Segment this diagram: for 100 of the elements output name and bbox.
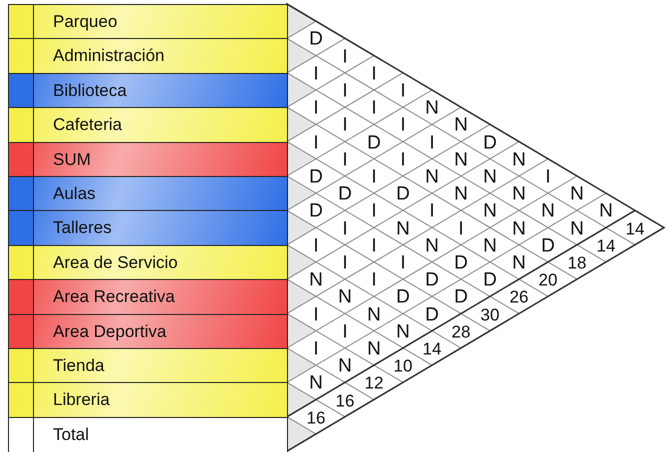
relationship-code: I	[371, 270, 377, 290]
relationship-code: I	[400, 150, 406, 170]
relationship-code: N	[512, 184, 526, 204]
row-label: Libreria	[53, 390, 110, 410]
relationship-code: I	[429, 133, 435, 152]
relationship-code: N	[425, 98, 439, 118]
matrix-row	[8, 4, 288, 40]
relationship-code: N	[483, 236, 497, 256]
total-value: 28	[452, 323, 470, 340]
relationship-code: D	[309, 30, 323, 49]
relationship-code: D	[309, 168, 323, 186]
total-value: 18	[568, 254, 586, 272]
relationship-code: D	[367, 133, 381, 152]
relationship-code: N	[396, 322, 410, 342]
total-value: 14	[596, 237, 616, 254]
relationship-code: N	[309, 270, 323, 290]
total-value: 16	[306, 409, 326, 426]
relationship-code: I	[313, 64, 319, 84]
relationship-code: I	[342, 254, 348, 272]
total-value: 14	[626, 220, 644, 238]
total-value: 12	[364, 374, 384, 392]
relationship-code: D	[454, 254, 468, 272]
relationship-code: I	[371, 98, 377, 118]
relationship-code: N	[570, 219, 584, 238]
matrix-row	[8, 107, 288, 144]
row-label: Total	[53, 424, 89, 445]
matrix-row	[8, 38, 288, 74]
matrix-row	[8, 210, 288, 246]
relationship-code: I	[400, 254, 406, 272]
relationship-code: N	[396, 219, 410, 238]
total-value: 20	[538, 272, 558, 289]
matrix-row	[8, 244, 288, 281]
matrix-row	[8, 348, 288, 384]
relationship-code: I	[342, 322, 348, 342]
row-label: Administración	[53, 46, 164, 66]
relationship-code: D	[425, 270, 439, 290]
matrix-row	[8, 416, 288, 452]
relationship-code: I	[371, 202, 377, 221]
total-value: 10	[394, 358, 412, 375]
matrix-row	[8, 142, 288, 178]
matrix-row	[8, 314, 288, 350]
relationship-code: D	[483, 133, 497, 152]
relationship-code: N	[454, 116, 468, 135]
row-label: Area de Servicio	[53, 252, 178, 273]
relationship-code: D	[483, 270, 497, 290]
relationship-code: N	[367, 340, 381, 358]
relationship-code: I	[313, 98, 319, 118]
matrix-row	[8, 72, 288, 109]
row-label: Biblioteca	[53, 80, 127, 101]
relationship-code: I	[342, 82, 348, 100]
relationship-code: D	[425, 305, 439, 324]
relationship-code: N	[483, 168, 497, 186]
relationship-code: N	[454, 184, 468, 204]
relationship-code: N	[338, 356, 352, 376]
relationship-code: I	[400, 82, 406, 100]
relationship-code: I	[313, 133, 319, 152]
relationship-code: D	[309, 202, 323, 221]
total-value: 30	[480, 306, 500, 324]
relationship-code: D	[338, 184, 352, 204]
relationship-code: D	[396, 288, 410, 307]
relationship-code: I	[371, 236, 377, 256]
relationship-code: N	[599, 202, 613, 221]
relationship-code: N	[570, 184, 584, 204]
relationship-code: N	[338, 288, 352, 307]
relationship-code: I	[400, 116, 406, 135]
relationship-code: D	[396, 184, 410, 204]
relationship-code: N	[425, 168, 439, 186]
row-label: SUM	[53, 150, 91, 170]
relationship-code: I	[458, 219, 464, 238]
total-value: 14	[422, 340, 442, 358]
relationship-code: I	[342, 219, 348, 238]
relationship-code: N	[367, 305, 381, 324]
relationship-code: N	[512, 219, 526, 238]
relationship-code: N	[454, 150, 468, 170]
relationship-code: N	[512, 254, 526, 272]
row-label: Aulas	[53, 184, 96, 204]
relationship-code: N	[512, 150, 526, 170]
relationship-code: I	[371, 64, 377, 84]
relationship-code: I	[342, 150, 348, 170]
relationship-code: I	[342, 116, 348, 135]
relationship-code: N	[425, 236, 439, 256]
total-value: 26	[510, 288, 528, 306]
relationship-code: D	[541, 236, 555, 256]
relationship-code: I	[313, 236, 319, 256]
relationship-code: I	[342, 47, 348, 66]
row-label: Tienda	[53, 356, 104, 376]
total-value: 16	[336, 392, 354, 410]
relationship-code: N	[541, 202, 555, 221]
row-label: Area Recreativa	[53, 287, 175, 308]
row-label: Parqueo	[53, 12, 118, 32]
relationship-code: I	[371, 168, 377, 186]
relationship-code: I	[313, 305, 319, 324]
relationship-code: I	[313, 340, 319, 358]
matrix-row	[8, 382, 288, 418]
relationship-code: I	[429, 202, 435, 221]
relationship-code: N	[309, 374, 323, 393]
row-label: Area Deportiva	[53, 322, 166, 342]
relationship-code: N	[483, 202, 497, 221]
matrix-row	[8, 176, 288, 212]
row-label: Cafeteria	[53, 115, 122, 136]
